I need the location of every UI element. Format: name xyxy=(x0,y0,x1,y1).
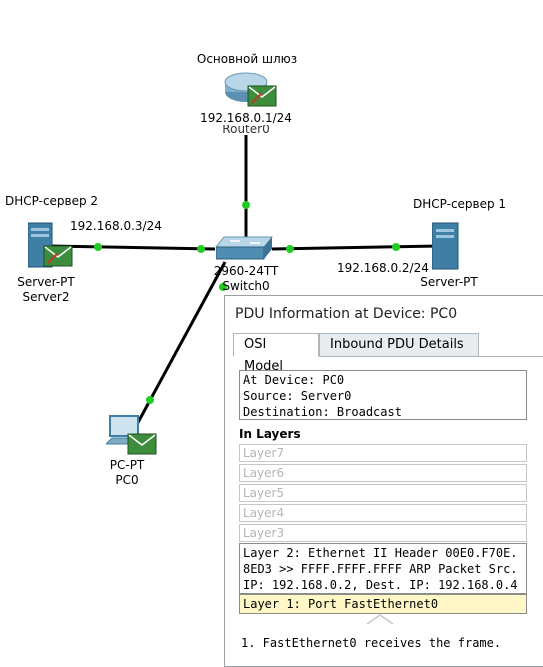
pc-model: PC-PT xyxy=(109,458,145,472)
layer4-row[interactable]: Layer4 xyxy=(239,504,527,522)
step-description: 1. FastEthernet0 receives the frame. xyxy=(241,636,502,650)
layer6-row[interactable]: Layer6 xyxy=(239,464,527,482)
server2-name: Server2 xyxy=(22,290,70,304)
link-server2-switch xyxy=(49,244,216,251)
server1-model: Server-PT xyxy=(420,275,478,289)
server2-ip: 192.168.0.3/24 xyxy=(70,219,162,233)
port-light xyxy=(242,201,250,209)
server1-title: DHCP-сервер 1 xyxy=(413,197,507,211)
port-light xyxy=(392,243,400,251)
layer3-row[interactable]: Layer3 xyxy=(239,524,527,542)
source-text: Source: Server0 xyxy=(243,389,352,403)
layer1-row[interactable]: Layer 1: Port FastEthernet0 xyxy=(239,594,527,614)
in-layers-heading: In Layers xyxy=(239,427,301,441)
port-light xyxy=(94,243,102,251)
pc-icon[interactable] xyxy=(106,414,160,456)
layer2-line1: Layer 2: Ethernet II Header 00E0.F70E. xyxy=(243,546,518,560)
server2-title: DHCP-сервер 2 xyxy=(5,194,99,208)
server2-model: Server-PT xyxy=(17,275,75,289)
layer7-row[interactable]: Layer7 xyxy=(239,444,527,462)
at-device-text: At Device: PC0 xyxy=(243,373,345,387)
link-switch-server1 xyxy=(271,244,441,251)
server-icon[interactable] xyxy=(28,220,74,270)
switch-model: 2960-24TT xyxy=(213,264,279,278)
tab-osi-model[interactable]: OSI Model xyxy=(233,333,319,374)
port-light xyxy=(146,396,154,404)
destination-text: Destination: Broadcast xyxy=(243,405,402,419)
router-name: Router0 xyxy=(222,122,270,136)
layer2-line2: 8ED3 >> FFFF.FFFF.FFFF ARP Packet Src. xyxy=(243,562,518,576)
device-info-box: At Device: PC0 Source: Server0 Destinati… xyxy=(239,370,527,420)
server-icon[interactable] xyxy=(432,220,462,272)
port-light xyxy=(286,245,294,253)
chevron-up-icon xyxy=(366,614,394,625)
layer5-row[interactable]: Layer5 xyxy=(239,484,527,502)
port-light xyxy=(197,245,205,253)
port-light xyxy=(219,283,227,291)
pc-name: PC0 xyxy=(115,473,139,487)
router-title: Основной шлюз xyxy=(196,52,298,66)
pdu-window-title: PDU Information at Device: PC0 xyxy=(235,306,458,322)
envelope-icon xyxy=(128,434,156,446)
envelope-icon xyxy=(44,246,72,258)
layer2-row[interactable]: Layer 2: Ethernet II Header 00E0.F70E. 8… xyxy=(239,543,527,594)
tab-body xyxy=(233,356,543,666)
switch-name: Switch0 xyxy=(222,279,270,293)
server1-ip: 192.168.0.2/24 xyxy=(337,261,429,275)
router-icon[interactable] xyxy=(222,68,278,110)
pdu-information-window: PDU Information at Device: PC0 OSI Model… xyxy=(224,295,543,667)
layer2-line3: IP: 192.168.0.2, Dest. IP: 192.168.0.4 xyxy=(243,578,518,592)
switch-icon[interactable] xyxy=(216,235,274,263)
router-ip: 192.168.0.1/24 xyxy=(199,111,293,125)
tab-inbound-pdu-details[interactable]: Inbound PDU Details xyxy=(319,333,479,357)
envelope-icon xyxy=(248,86,276,98)
